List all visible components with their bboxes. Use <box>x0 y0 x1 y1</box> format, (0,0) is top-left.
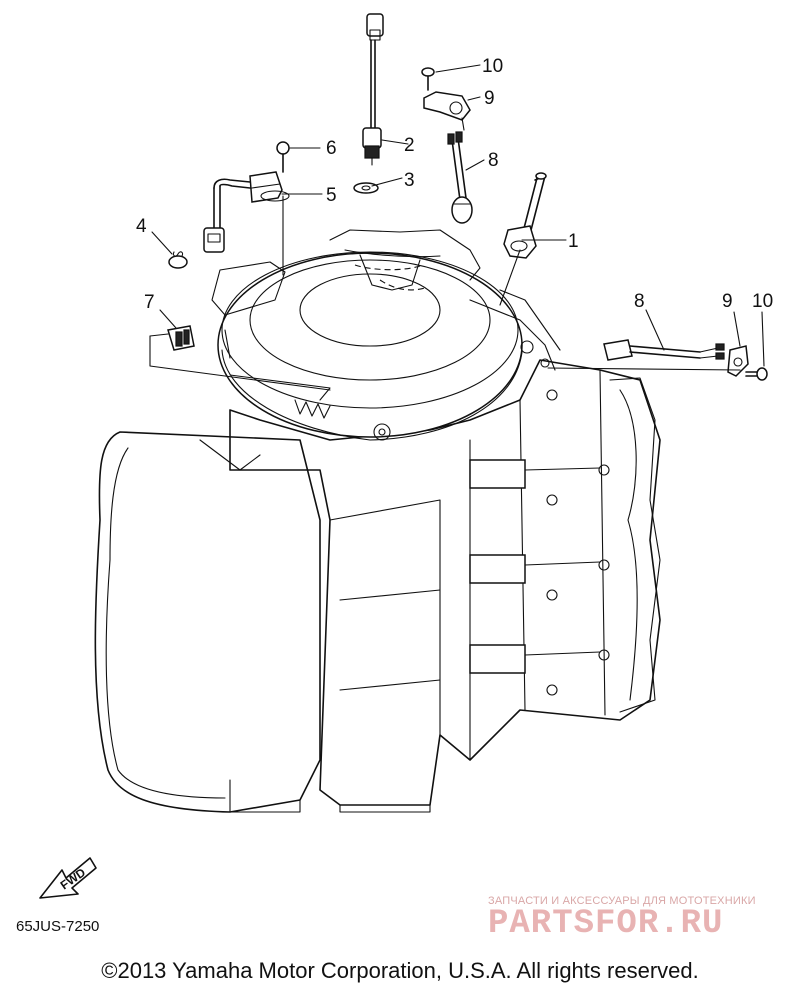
part-8-lead-right <box>603 339 725 361</box>
watermark-logo: PARTSFOR.RU <box>488 905 724 943</box>
part-6-bolt <box>276 141 290 173</box>
fwd-arrow-icon: FWD <box>39 857 97 899</box>
callout-8-right: 8 <box>634 291 645 312</box>
callout-7: 7 <box>144 292 155 313</box>
reference-code: 65JUS-7250 <box>16 918 100 935</box>
part-10-screw-right <box>745 367 768 381</box>
part-4-clip <box>168 251 188 269</box>
watermark-line1: ЗАПЧАСТИ И АКСЕССУАРЫ ДЛЯ МОТОТЕХНИКИ <box>488 895 756 907</box>
engine-block <box>94 359 661 813</box>
callout-3: 3 <box>404 170 415 191</box>
callout-9-right: 9 <box>722 291 733 312</box>
callout-8-top: 8 <box>488 150 499 171</box>
part-3-washer <box>353 182 379 194</box>
flywheel-cover <box>211 229 561 441</box>
copyright-notice: ©2013 Yamaha Motor Corporation, U.S.A. A… <box>101 958 699 983</box>
part-1-probe <box>503 172 547 259</box>
callout-2: 2 <box>404 135 415 156</box>
part-5-relay <box>203 171 290 253</box>
callout-6: 6 <box>326 138 337 159</box>
part-10-screw-top <box>421 67 435 91</box>
part-8-lead-top <box>447 131 473 224</box>
callout-4: 4 <box>136 216 147 237</box>
callout-10-right: 10 <box>752 291 773 312</box>
part-7-bracket <box>149 325 331 391</box>
callout-9-top: 9 <box>484 88 495 109</box>
part-9-clamp-top <box>423 91 471 131</box>
callout-5: 5 <box>326 185 337 206</box>
part-9-clamp-right <box>727 345 749 377</box>
leader-lines <box>151 64 765 371</box>
callout-labels: 1 2 3 4 5 6 7 8 8 9 9 10 10 <box>136 56 773 313</box>
watermark: ЗАПЧАСТИ И АКСЕССУАРЫ ДЛЯ МОТОТЕХНИКИ PA… <box>488 895 788 943</box>
part-2-sensor <box>362 13 384 166</box>
callout-10-top: 10 <box>482 56 503 77</box>
callout-1: 1 <box>568 231 579 252</box>
